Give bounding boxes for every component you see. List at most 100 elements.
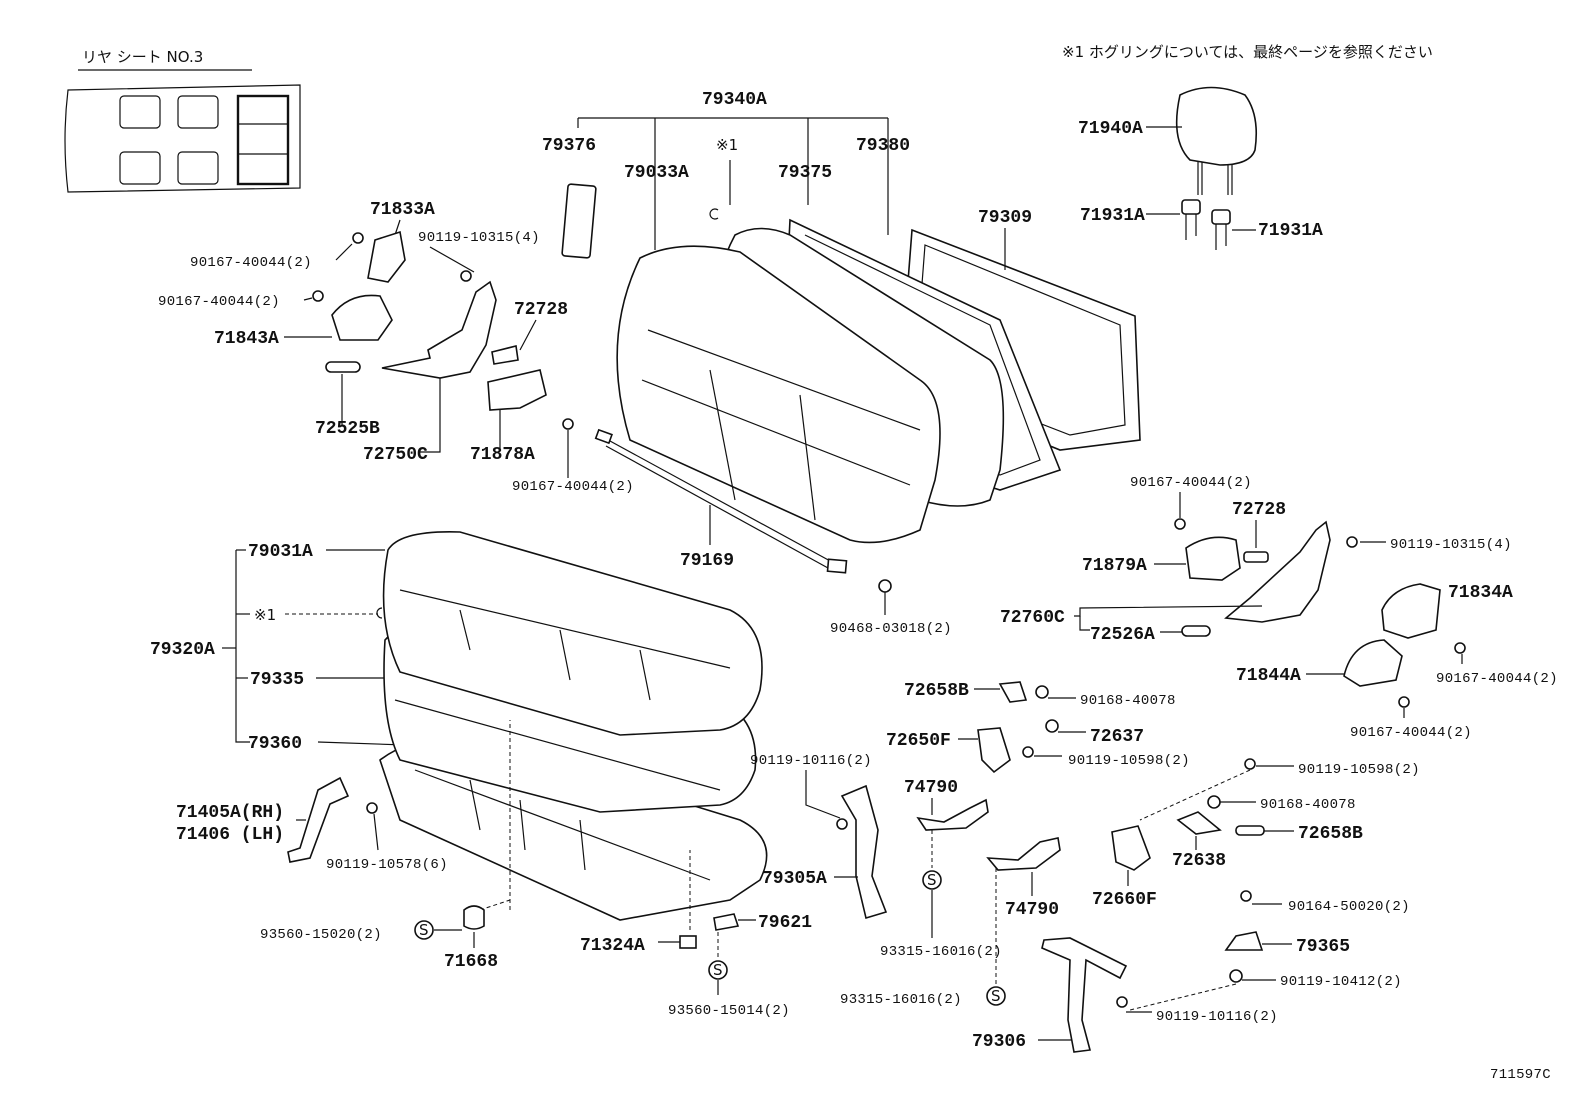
s-symbol-1: S (419, 921, 429, 939)
hog-ring-note: ※1 ホグリングについては、最終ページを参照ください (1062, 43, 1433, 61)
part-72658B-a: 72658B (904, 681, 969, 701)
pad-71324A (679, 935, 697, 949)
part-79380: 79380 (856, 136, 910, 156)
s-symbol-icon (414, 920, 434, 940)
bracket-72658B (998, 681, 1028, 703)
headrest-71940A (1175, 86, 1258, 195)
part-71843A: 71843A (214, 329, 279, 349)
screw-icon (1240, 890, 1252, 902)
part-72637: 72637 (1090, 727, 1144, 747)
part-90167-40044-a: 90167-40044(2) (190, 255, 312, 271)
part-71931A-right: 71931A (1258, 221, 1323, 241)
part-71668: 71668 (444, 952, 498, 972)
part-90119-10315-a: 90119-10315(4) (418, 230, 540, 246)
clip-72728 (491, 345, 519, 365)
part-72760C: 72760C (1000, 608, 1065, 628)
part-90167-40044-d: 90167-40044(2) (1130, 475, 1252, 491)
bolt-icon (1045, 719, 1059, 733)
bracket-74790-upper (916, 798, 989, 831)
part-90167-40044-c: 90167-40044(2) (512, 479, 634, 495)
part-72526A: 72526A (1090, 625, 1155, 645)
part-72750C: 72750C (363, 445, 428, 465)
leg-79306 (1041, 937, 1128, 1053)
part-90168-40078-b: 90168-40078 (1260, 797, 1356, 813)
cover-71833A (367, 230, 406, 283)
s-symbol-3: S (927, 871, 937, 889)
vehicle-layout-icon (64, 84, 301, 193)
part-79340A: 79340A (702, 90, 767, 110)
part-79376: 79376 (542, 136, 596, 156)
part-90119-10578: 90119-10578(6) (326, 857, 448, 873)
pad-79376 (561, 183, 597, 259)
part-72728-a: 72728 (514, 300, 568, 320)
part-90119-10598-a: 90119-10598(2) (1068, 753, 1190, 769)
part-90168-40078-a: 90168-40078 (1080, 693, 1176, 709)
part-79335: 79335 (250, 670, 304, 690)
bracket-72638 (1176, 811, 1222, 835)
part-90119-10598-b: 90119-10598(2) (1298, 762, 1420, 778)
part-90167-40044-e: 90167-40044(2) (1436, 671, 1558, 687)
bolt-icon (1454, 642, 1466, 654)
clip-72728-right (1243, 551, 1269, 563)
ref-mark-1-top: ※1 (716, 136, 738, 154)
hinge-72650F (977, 727, 1011, 774)
part-93560-15014: 93560-15014(2) (668, 1003, 790, 1019)
part-71879A: 71879A (1082, 556, 1147, 576)
nut-icon (1207, 795, 1221, 809)
part-71405A: 71405A(RH) (176, 803, 284, 823)
part-90468-03018: 90468-03018(2) (830, 621, 952, 637)
cap-72526A (1181, 625, 1211, 637)
part-72728-b: 72728 (1232, 500, 1286, 520)
part-79360: 79360 (248, 734, 302, 754)
nut-icon (1035, 685, 1049, 699)
s-symbol-icon (986, 986, 1006, 1006)
part-72638: 72638 (1172, 851, 1226, 871)
part-71833A: 71833A (370, 200, 435, 220)
part-79309: 79309 (978, 208, 1032, 228)
bolt-icon (352, 232, 364, 244)
bracket-71405A (287, 776, 350, 863)
part-79365: 79365 (1296, 937, 1350, 957)
page-title: リヤ シート NO.3 (82, 48, 203, 66)
cap-72525B (325, 361, 361, 373)
figure-code: 711597C (1490, 1067, 1551, 1083)
bolt-icon (1244, 758, 1256, 770)
s-symbol-4: S (991, 987, 1001, 1005)
ref-mark-1-mid: ※1 (254, 606, 276, 624)
seat-cushion-assembly (379, 531, 768, 921)
part-71406: 71406 (LH) (176, 825, 284, 845)
headrest-support-71931A (1181, 199, 1231, 250)
cover-71878A (487, 369, 547, 411)
part-79305A: 79305A (762, 869, 827, 889)
part-79169: 79169 (680, 551, 734, 571)
bracket-79621 (713, 913, 740, 931)
bolt-icon (1022, 746, 1034, 758)
part-90164-50020: 90164-50020(2) (1288, 899, 1410, 915)
cover-71843A (331, 294, 393, 341)
bolt-icon (1116, 996, 1128, 1008)
part-93560-15020: 93560-15020(2) (260, 927, 382, 943)
part-74790-b: 74790 (1005, 900, 1059, 920)
clip-icon (878, 579, 892, 593)
bolt-icon (1229, 969, 1243, 983)
bolt-icon (1174, 518, 1186, 530)
cover-71879A (1185, 536, 1241, 581)
part-71931A-left: 71931A (1080, 206, 1145, 226)
part-79375: 79375 (778, 163, 832, 183)
cap-72658B (1235, 825, 1265, 836)
seat-back-assembly (616, 218, 1141, 544)
bolt-icon (460, 270, 472, 282)
bolt-icon (366, 802, 378, 814)
part-93315-16016-b: 93315-16016(2) (840, 992, 962, 1008)
s-symbol-icon (922, 870, 942, 890)
bracket-79365 (1224, 931, 1264, 951)
part-79320A: 79320A (150, 640, 215, 660)
bolt-icon (1398, 696, 1410, 708)
rod-79169 (594, 428, 848, 574)
bolt-icon (1346, 536, 1358, 548)
part-90119-10116-b: 90119-10116(2) (1156, 1009, 1278, 1025)
part-90167-40044-b: 90167-40044(2) (158, 294, 280, 310)
bolt-icon (562, 418, 574, 430)
recliner-72760C (1224, 520, 1331, 623)
